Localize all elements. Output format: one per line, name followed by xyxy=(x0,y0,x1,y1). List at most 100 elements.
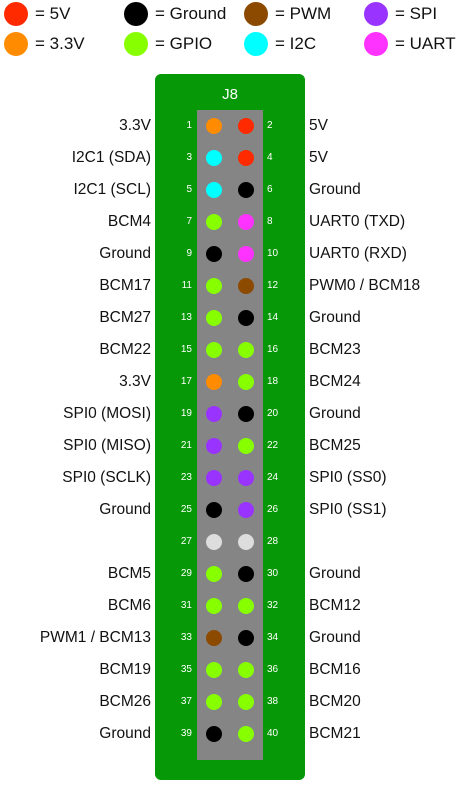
pin-34-number: 34 xyxy=(267,632,279,643)
pin-20-dot xyxy=(238,406,254,422)
pin-37-label: BCM26 xyxy=(99,693,151,710)
pin-15-number: 15 xyxy=(180,344,192,355)
pin-32-number: 32 xyxy=(267,600,279,611)
pin-22-number: 22 xyxy=(267,440,279,451)
legend-item-pwm: = PWM xyxy=(244,1,331,27)
pin-28-number: 28 xyxy=(267,536,279,547)
pin-23-label: SPI0 (SCLK) xyxy=(62,469,151,486)
pin-header-strip xyxy=(197,110,263,760)
pin-21-label: SPI0 (MISO) xyxy=(63,437,151,454)
pin-22-label: BCM25 xyxy=(309,437,361,454)
pin-legend: = 5V= Ground= PWM= SPI= 3.3V= GPIO= I2C=… xyxy=(0,0,460,60)
pin-15-label: BCM22 xyxy=(99,341,151,358)
pin-34-dot xyxy=(238,630,254,646)
pin-19-number: 19 xyxy=(180,408,192,419)
legend-swatch-ground xyxy=(124,2,148,26)
pin-33-number: 33 xyxy=(180,632,192,643)
pin-6-label: Ground xyxy=(309,181,361,198)
pin-19-dot xyxy=(206,406,222,422)
pin-34-label: Ground xyxy=(309,629,361,646)
pin-38-number: 38 xyxy=(267,696,279,707)
pin-12-dot xyxy=(238,278,254,294)
pin-16-number: 16 xyxy=(267,344,279,355)
board-title: J8 xyxy=(222,86,238,103)
pin-29-label: BCM5 xyxy=(107,565,151,582)
pin-10-dot xyxy=(238,246,254,262)
pin-30-label: Ground xyxy=(309,565,361,582)
pin-5-number: 5 xyxy=(186,184,192,195)
pin-24-number: 24 xyxy=(267,472,279,483)
pin-32-dot xyxy=(238,598,254,614)
pin-19-label: SPI0 (MOSI) xyxy=(63,405,151,422)
pin-40-dot xyxy=(238,726,254,742)
pin-6-dot xyxy=(238,182,254,198)
legend-label: = PWM xyxy=(275,4,332,23)
pin-28-dot xyxy=(238,534,254,550)
pin-36-dot xyxy=(238,662,254,678)
pin-7-dot xyxy=(206,214,222,230)
pin-39-label: Ground xyxy=(99,725,151,742)
pin-29-dot xyxy=(206,566,222,582)
pin-21-dot xyxy=(206,438,222,454)
pin-9-dot xyxy=(206,246,222,262)
pin-36-number: 36 xyxy=(267,664,279,675)
pin-9-label: Ground xyxy=(99,245,151,262)
pin-31-label: BCM6 xyxy=(107,597,151,614)
pin-26-label: SPI0 (SS1) xyxy=(309,501,387,518)
pin-8-dot xyxy=(238,214,254,230)
pin-4-number: 4 xyxy=(267,152,273,163)
pin-2-label: 5V xyxy=(309,117,328,134)
pin-37-number: 37 xyxy=(180,696,192,707)
pin-38-label: BCM20 xyxy=(309,693,361,710)
legend-item-3v3: = 3.3V xyxy=(4,31,85,57)
pin-39-dot xyxy=(206,726,222,742)
pin-16-dot xyxy=(238,342,254,358)
pin-31-number: 31 xyxy=(180,600,192,611)
legend-item-i2c: = I2C xyxy=(244,31,316,57)
pin-17-number: 17 xyxy=(180,376,192,387)
pin-8-number: 8 xyxy=(267,216,273,227)
pin-35-dot xyxy=(206,662,222,678)
legend-label: = SPI xyxy=(395,4,438,23)
pin-7-number: 7 xyxy=(186,216,192,227)
pin-12-label: PWM0 / BCM18 xyxy=(309,277,421,294)
pin-25-label: Ground xyxy=(99,501,151,518)
pin-9-number: 9 xyxy=(186,248,192,259)
pin-1-number: 1 xyxy=(186,120,192,131)
pin-15-dot xyxy=(206,342,222,358)
pin-2-dot xyxy=(238,118,254,134)
pin-32-label: BCM12 xyxy=(309,597,361,614)
pin-36-label: BCM16 xyxy=(309,661,361,678)
pin-12-number: 12 xyxy=(267,280,279,291)
pin-7-label: BCM4 xyxy=(107,213,151,230)
pin-2-number: 2 xyxy=(267,120,273,131)
pin-29-number: 29 xyxy=(180,568,192,579)
legend-item-gpio: = GPIO xyxy=(124,31,212,57)
pin-38-dot xyxy=(238,694,254,710)
pin-20-label: Ground xyxy=(309,405,361,422)
pin-8-label: UART0 (TXD) xyxy=(309,213,406,230)
legend-label: = UART xyxy=(395,34,456,53)
pin-40-label: BCM21 xyxy=(309,725,361,742)
pin-30-dot xyxy=(238,566,254,582)
pin-24-dot xyxy=(238,470,254,486)
pin-37-dot xyxy=(206,694,222,710)
pin-39-number: 39 xyxy=(180,728,192,739)
pin-30-number: 30 xyxy=(267,568,279,579)
pin-11-dot xyxy=(206,278,222,294)
pin-35-label: BCM19 xyxy=(99,661,151,678)
pin-14-label: Ground xyxy=(309,309,361,326)
pin-3-number: 3 xyxy=(186,152,192,163)
pin-1-label: 3.3V xyxy=(119,117,151,134)
legend-swatch-i2c xyxy=(244,32,268,56)
pin-25-number: 25 xyxy=(180,504,192,515)
legend-swatch-gpio xyxy=(124,32,148,56)
legend-swatch-pwm xyxy=(244,2,268,26)
pin-13-label: BCM27 xyxy=(99,309,151,326)
pin-3-label: I2C1 (SDA) xyxy=(71,149,151,166)
pin-27-dot xyxy=(206,534,222,550)
legend-label: = I2C xyxy=(275,34,317,53)
legend-item-uart: = UART xyxy=(364,31,456,57)
legend-swatch-5v xyxy=(4,2,28,26)
